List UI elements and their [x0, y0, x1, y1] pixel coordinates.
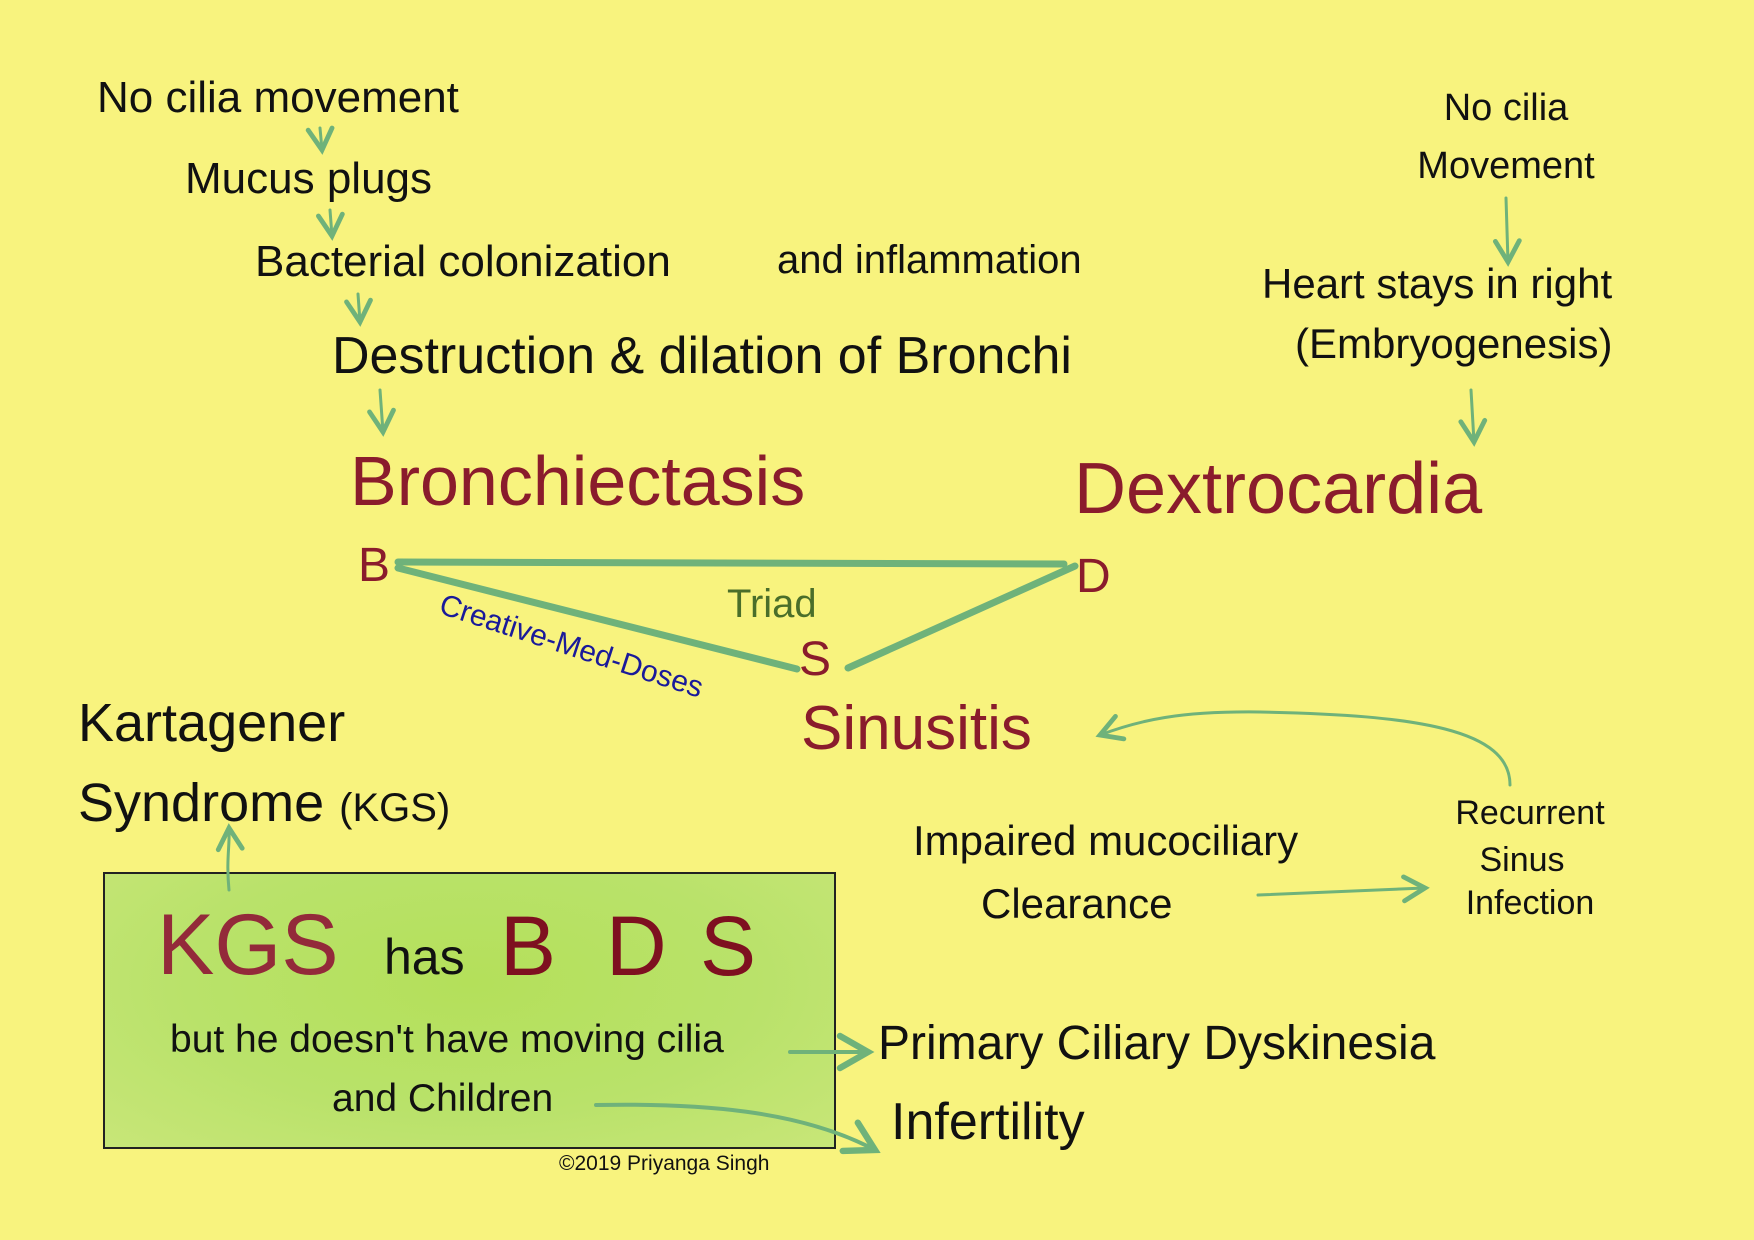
- arrow-destruction-to-bronchiectasis: [367, 388, 396, 437]
- kartagener: Kartagener: [78, 693, 346, 753]
- arrow-cilia-to-heart: [1492, 196, 1522, 267]
- triad-line-bs: [394, 564, 801, 673]
- triad-line-sd: [844, 562, 1079, 672]
- sinusitis-title: Sinusitis: [801, 694, 1032, 763]
- arrow-bacteria-to-destruction: [344, 292, 373, 327]
- chain-destruction: Destruction & dilation of Bronchi: [332, 327, 1072, 385]
- box-line2: but he doesn't have moving cilia: [170, 1018, 724, 1061]
- triad-d: D: [1076, 550, 1111, 603]
- pcd-outcome: Primary Ciliary Dyskinesia: [878, 1017, 1436, 1070]
- arrow-cilia-to-mucus: [305, 125, 335, 155]
- sinus-word: Sinus: [1479, 841, 1565, 879]
- right-no-cilia: No cilia: [1443, 87, 1569, 129]
- bronchiectasis-title: Bronchiectasis: [350, 442, 806, 520]
- arrow-box-to-syndrome: [215, 823, 245, 892]
- infertility-outcome: Infertility: [891, 1093, 1085, 1151]
- box-d: D: [606, 899, 667, 993]
- box-line3: and Children: [332, 1077, 554, 1120]
- chain-inflammation: and inflammation: [777, 238, 1082, 282]
- syndrome-word: Syndrome: [78, 773, 325, 833]
- chain-mucus-plugs: Mucus plugs: [185, 154, 433, 203]
- infection: Infection: [1465, 884, 1595, 922]
- summary-box: [103, 872, 836, 1149]
- recurrent: Recurrent: [1455, 794, 1605, 832]
- syndrome: Syndrome (KGS): [78, 776, 450, 830]
- box-has: has: [384, 929, 465, 985]
- embryogenesis: (Embryogenesis): [1295, 320, 1613, 367]
- right-movement: Movement: [1417, 145, 1595, 187]
- arrow-children-to-infertility: [594, 1102, 881, 1155]
- box-kgs: KGS: [157, 897, 339, 993]
- triad-line-bd: [394, 558, 1068, 568]
- arrow-recurrent-to-sinusitis: [1095, 710, 1512, 787]
- chain-bacterial: Bacterial colonization: [255, 237, 671, 286]
- box-b: B: [500, 899, 557, 993]
- arrow-heart-to-dextrocardia: [1458, 388, 1488, 447]
- triad-label: Triad: [727, 582, 817, 626]
- clearance: Clearance: [981, 880, 1173, 927]
- copyright: ©2019 Priyanga Singh: [559, 1152, 770, 1175]
- syndrome-abbr: (KGS): [339, 786, 451, 830]
- dextrocardia-title: Dextrocardia: [1074, 449, 1483, 529]
- triad-s: S: [799, 633, 832, 686]
- heart-stays-right: Heart stays in right: [1262, 260, 1613, 307]
- chain-no-cilia: No cilia movement: [97, 73, 459, 122]
- arrow-clearance-to-recurrent: [1256, 874, 1430, 904]
- arrow-mucus-to-bacteria: [316, 208, 345, 241]
- impaired-mucociliary: Impaired mucociliary: [913, 817, 1299, 864]
- triad-b: B: [358, 539, 391, 592]
- box-s: S: [700, 899, 757, 993]
